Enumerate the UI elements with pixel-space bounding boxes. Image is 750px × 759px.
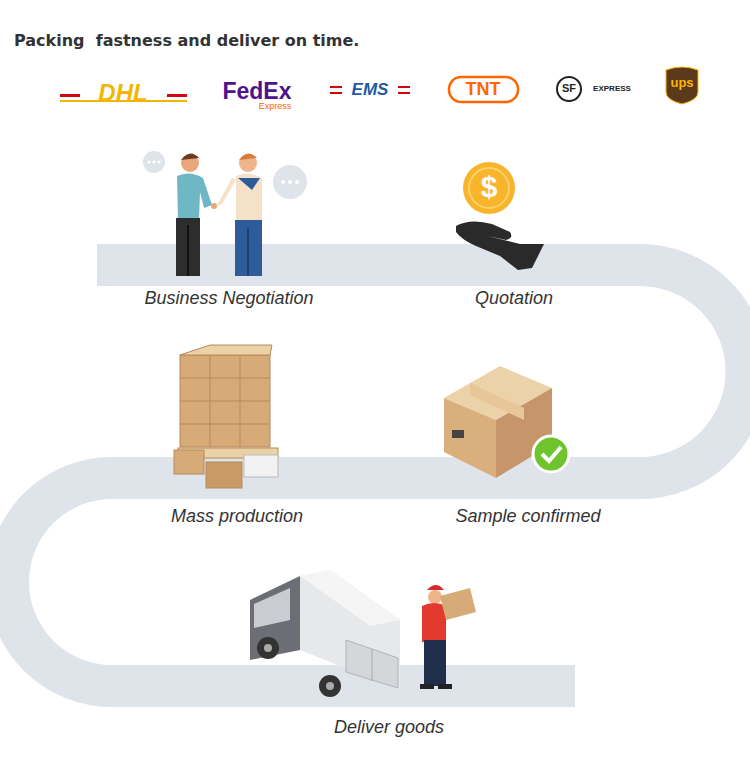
step-caption: Sample confirmed [455,506,600,527]
courier [420,585,476,689]
step-caption: Deliver goods [334,717,444,738]
ups-logo [666,67,698,104]
sample-box [444,366,569,478]
band-chevron [664,392,704,410]
carrier-logo-text: EMS [352,80,389,100]
flow-band [8,265,747,686]
carrier-logo-text: SF [562,82,576,95]
page-title: Packing fastness and deliver on time. [14,32,359,50]
step-caption: Mass production [171,506,303,527]
carrier-logo-text: TNT [466,79,501,100]
delivery-truck [250,570,400,697]
carrier-logo-text: DHL [98,79,147,107]
band-chevron [40,612,80,630]
coin-hand [456,162,544,270]
carrier-logo-text: Express [259,101,292,111]
business-people [143,151,307,276]
currency-symbol: $ [481,170,498,205]
band-chevron [664,340,704,358]
box-pallet [174,345,278,488]
step-caption: Quotation [475,288,553,309]
tnt-logo [449,77,518,102]
carrier-logo-text: FedEx [222,78,291,104]
carrier-logo-text: ups [670,76,693,91]
band-chevron [40,578,80,596]
step-caption: Business Negotiation [144,288,313,309]
sf-logo [557,77,581,101]
carrier-logo-text: EXPRESS [593,84,631,93]
